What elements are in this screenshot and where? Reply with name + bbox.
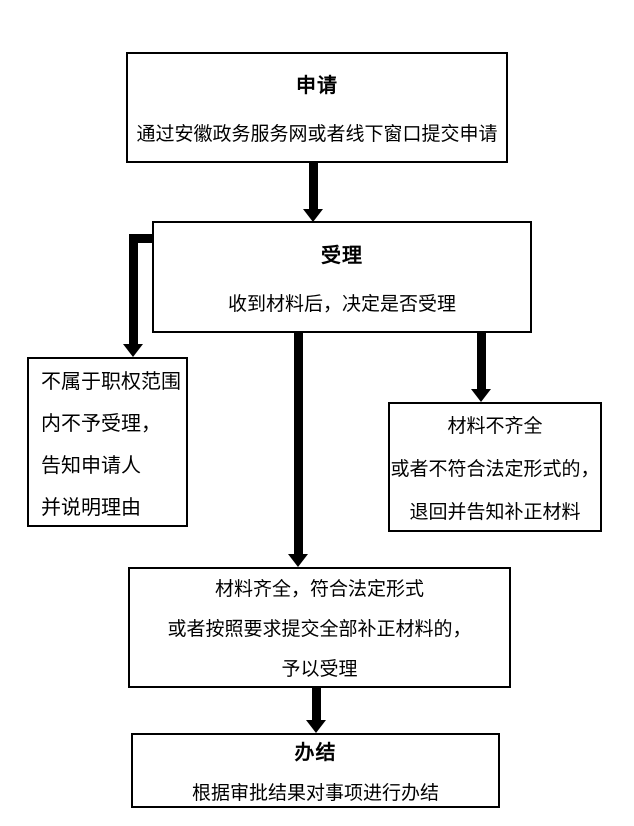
node-accepted-line-1: 材料齐全，符合法定形式: [214, 579, 424, 600]
node-accept-title: 受理: [321, 244, 363, 267]
arrow-accepted-to-complete-head: [306, 720, 326, 733]
node-complete-title: 办结: [294, 742, 337, 764]
node-complete: 办结 根据审批结果对事项进行办结: [131, 733, 500, 808]
arrow-accept-to-accepted-head: [288, 554, 308, 567]
arrow-accepted-to-complete-shaft: [312, 688, 321, 721]
node-apply: 申请 通过安徽政务服务网或者线下窗口提交申请: [126, 52, 508, 163]
node-reject-line-2: 内不予受理，: [41, 413, 161, 435]
arrow-accept-to-reject-horizontal: [129, 234, 153, 243]
arrow-accept-to-reject-vertical: [129, 234, 138, 345]
node-reject-line-4: 并说明理由: [41, 497, 141, 519]
arrow-accept-to-accepted-shaft: [294, 333, 303, 556]
arrow-accept-to-incomplete-head: [471, 389, 491, 402]
node-incomplete-line-3: 退回并告知补正材料: [409, 502, 581, 523]
arrow-accept-to-reject-head: [123, 344, 143, 357]
node-accept-body: 收到材料后，决定是否受理: [227, 293, 456, 315]
node-accepted-line-3: 予以受理: [281, 659, 358, 680]
node-accepted: 材料齐全，符合法定形式 或者按照要求提交全部补正材料的， 予以受理: [128, 567, 511, 688]
node-incomplete: 材料不齐全 或者不符合法定形式的， 退回并告知补正材料: [388, 402, 602, 532]
node-accepted-line-2: 或者按照要求提交全部补正材料的，: [167, 619, 472, 640]
arrow-apply-to-accept-shaft: [309, 163, 318, 211]
node-complete-body: 根据审批结果对事项进行办结: [191, 783, 439, 804]
node-incomplete-line-2: 或者不符合法定形式的，: [390, 459, 600, 480]
arrow-accept-to-incomplete-shaft: [477, 333, 486, 390]
node-accept: 受理 收到材料后，决定是否受理: [152, 221, 532, 333]
arrow-apply-to-accept-head: [303, 209, 323, 222]
node-reject: 不属于职权范围 内不予受理， 告知申请人 并说明理由: [27, 357, 188, 527]
node-apply-title: 申请: [296, 75, 338, 97]
node-apply-body: 通过安徽政务服务网或者线下窗口提交申请: [136, 124, 498, 145]
node-reject-line-1: 不属于职权范围: [41, 371, 181, 393]
node-incomplete-line-1: 材料不齐全: [447, 416, 543, 437]
node-reject-line-3: 告知申请人: [41, 455, 141, 477]
